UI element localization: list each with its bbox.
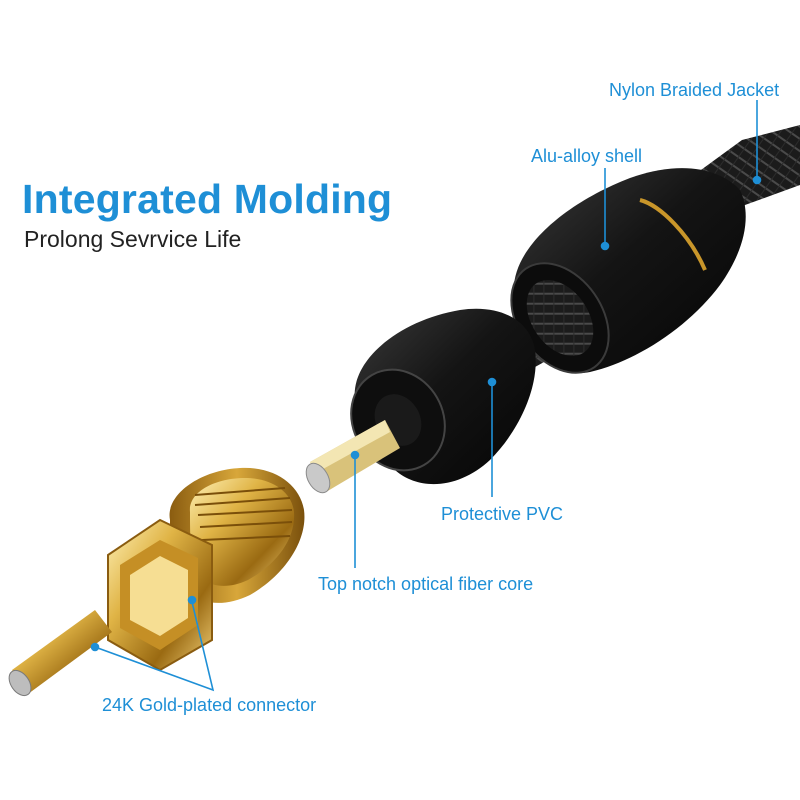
headline-subtitle: Prolong Sevrvice Life [24,226,242,252]
gold-connector [107,467,305,672]
callout-lines [90,100,762,692]
callout-nylon-jacket: Nylon Braided Jacket [609,80,780,100]
headline-title: Integrated Molding [22,176,393,222]
alu-alloy-shell [510,168,746,374]
callout-fiber-core: Top notch optical fiber core [318,574,534,594]
callout-alu-shell: Alu-alloy shell [531,146,643,166]
callout-protective-pvc: Protective PVC [441,504,564,524]
callout-gold-connector: 24K Gold-plated connector [102,695,317,715]
gold-tip [8,610,112,697]
